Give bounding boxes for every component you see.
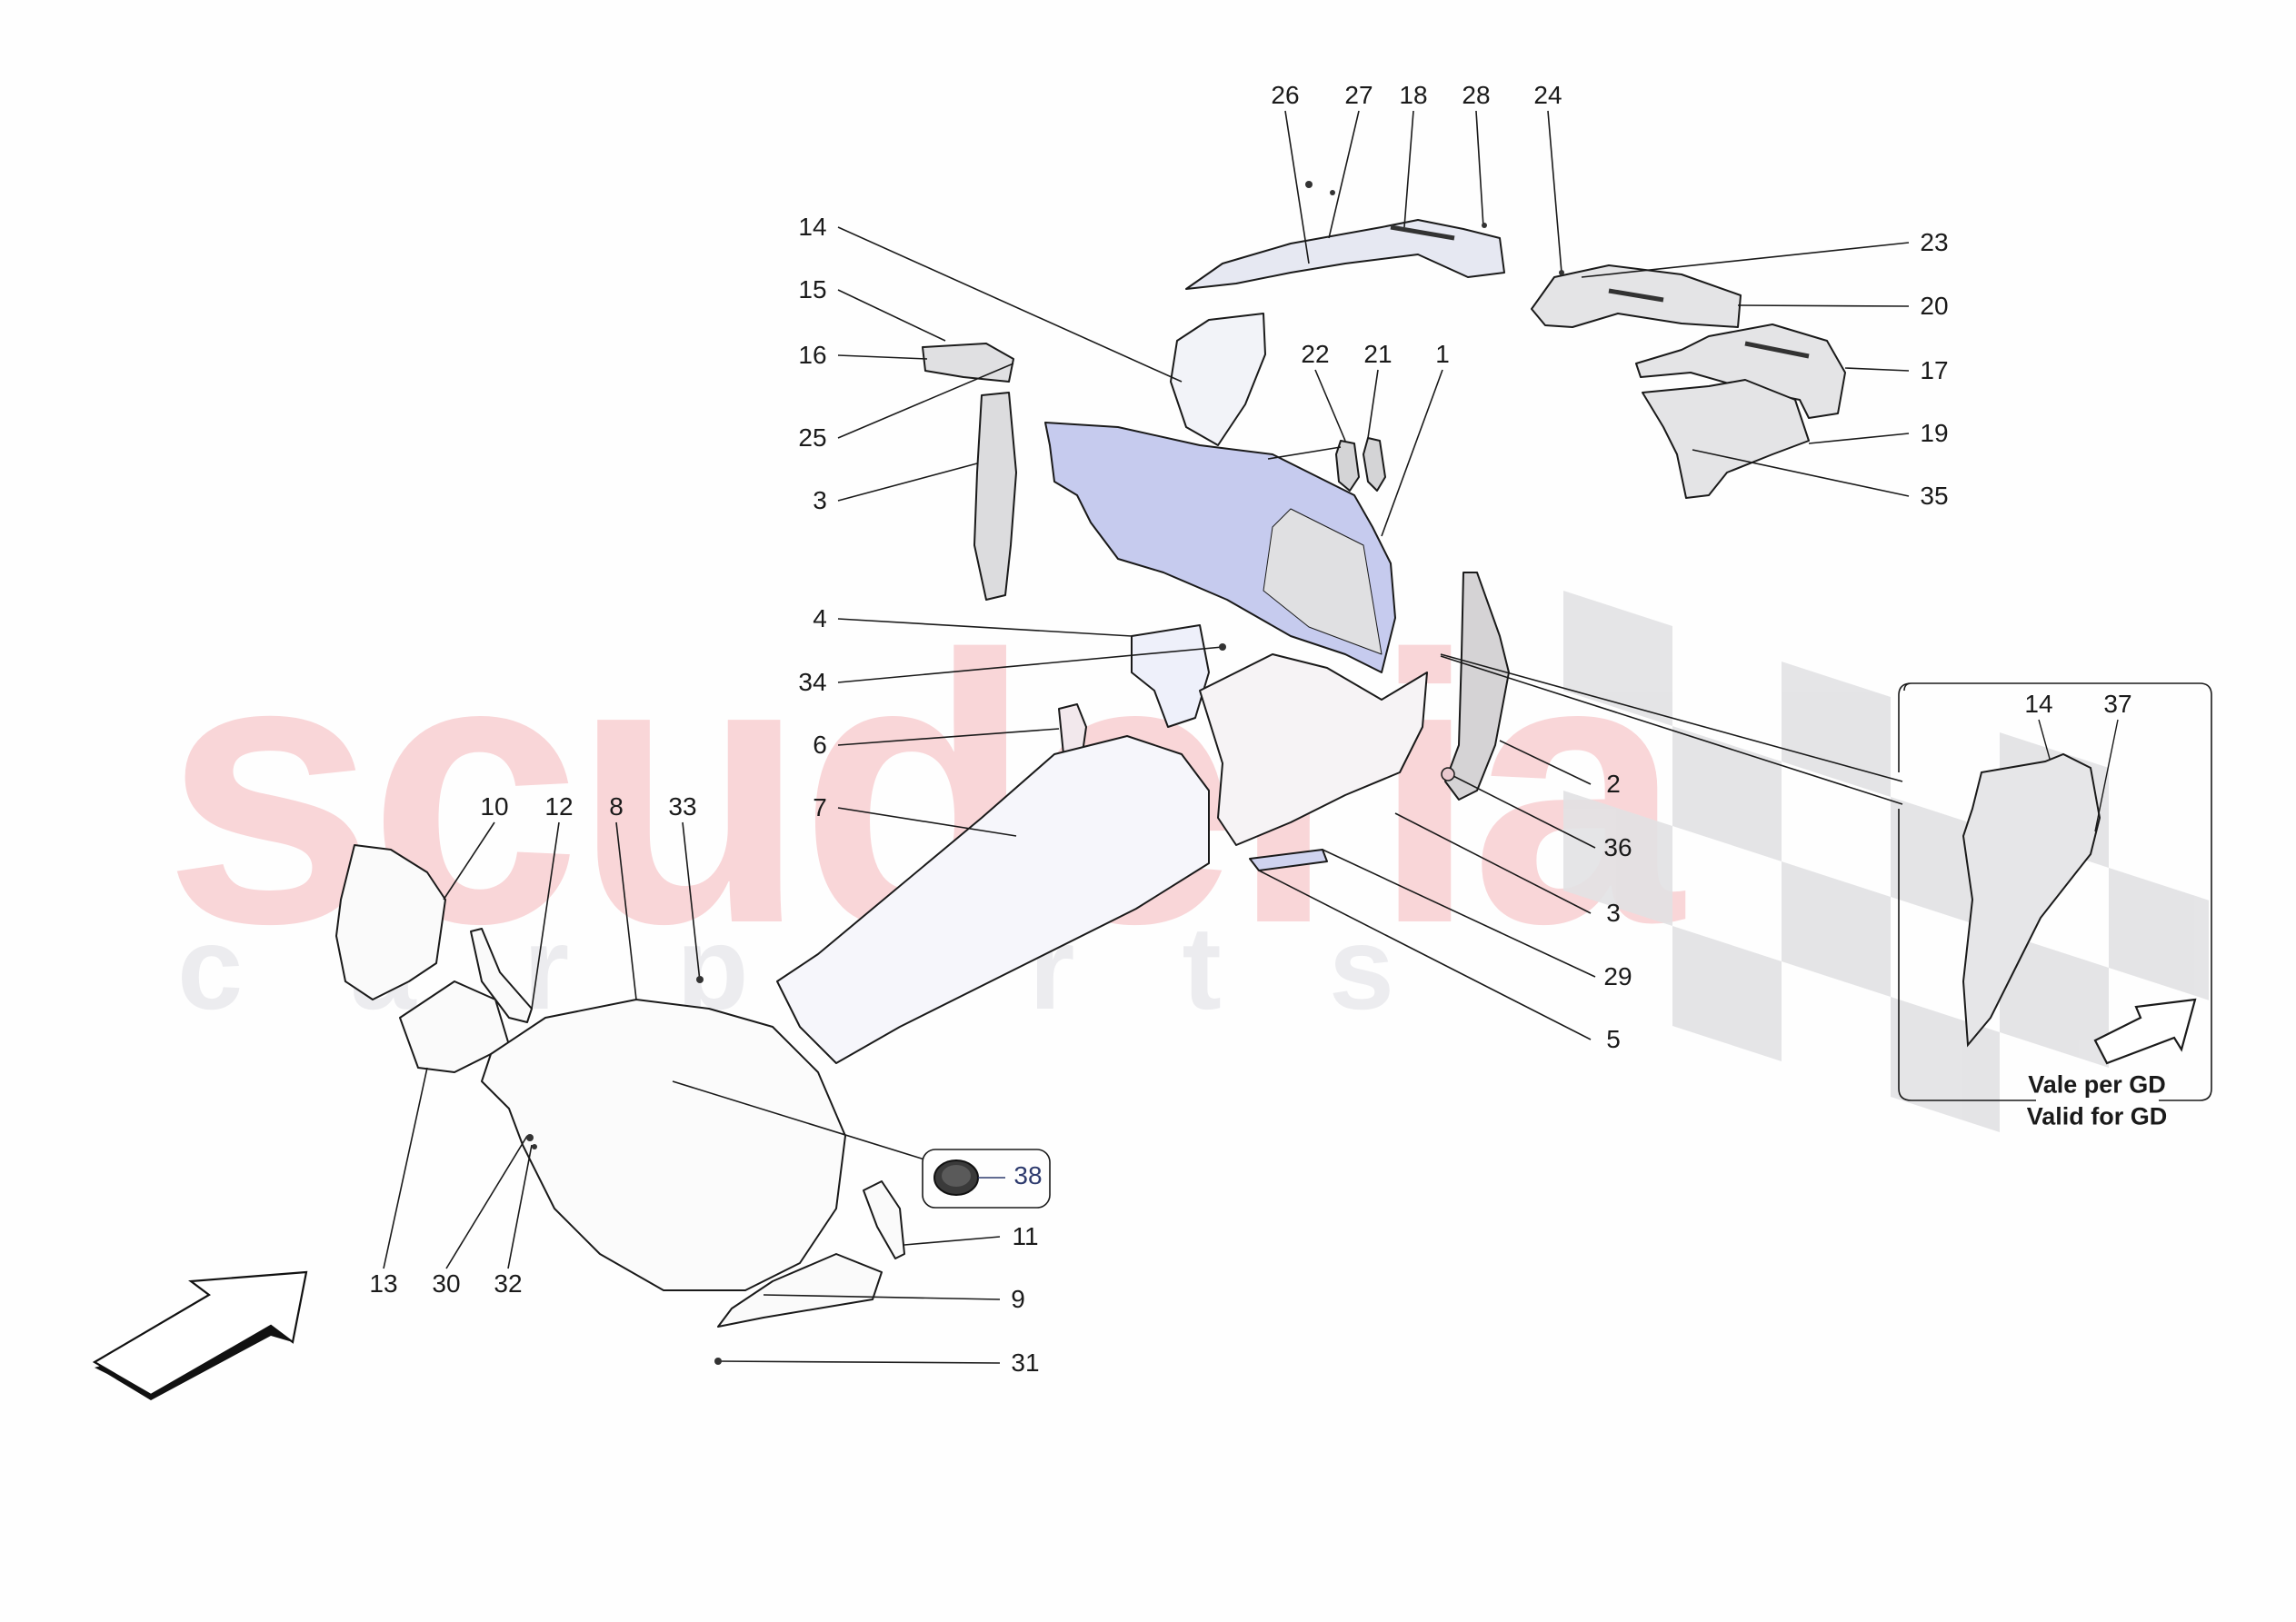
callout-32[interactable]: 32 [494,1269,523,1298]
callout-6[interactable]: 6 [813,731,827,759]
callout-2[interactable]: 2 [1606,770,1621,798]
part-6-piece [1058,703,1087,760]
callout-31[interactable]: 31 [1011,1348,1040,1377]
part-5-strip [1249,849,1328,871]
callout-3[interactable]: 3 [813,486,827,514]
callout-13[interactable]: 13 [369,1269,398,1298]
callout-19[interactable]: 19 [1920,419,1949,447]
part-15-16-bracket [922,343,1014,383]
part-10-shield [335,844,446,1000]
callout-18[interactable]: 18 [1399,81,1428,109]
callout-30[interactable]: 30 [432,1269,461,1298]
part-3-right-floor-panel [1199,653,1428,846]
callout-4[interactable]: 4 [813,604,827,632]
part-14-panel [1170,313,1266,446]
callout-14[interactable]: 14 [2024,690,2053,718]
callout-35[interactable]: 35 [1920,482,1949,510]
part-22-clip [1335,440,1360,492]
callout-38[interactable]: 38 [1013,1161,1043,1189]
part-2-right-pillar [1444,572,1510,801]
part-18-cover [1185,219,1505,290]
callout-26[interactable]: 26 [1271,81,1300,109]
callout-9[interactable]: 9 [1011,1285,1025,1313]
inset-caption-it: Vale per GD [2022,1072,2171,1098]
callout-36[interactable]: 36 [1603,833,1632,861]
callout-21[interactable]: 21 [1363,340,1393,368]
part-8-floor-panel [481,999,846,1291]
part-7-tunnel [776,735,1210,1064]
part-9-tray [717,1253,883,1328]
callout-22[interactable]: 22 [1301,340,1330,368]
callout-14[interactable]: 14 [798,213,827,241]
callout-11[interactable]: 11 [1012,1222,1039,1250]
callout-20[interactable]: 20 [1920,292,1949,320]
callout-25[interactable]: 25 [798,423,827,452]
part-11-bracket [863,1180,905,1259]
front-direction-arrow [92,1270,308,1400]
part-19-panel [1642,379,1810,499]
callout-24[interactable]: 24 [1533,81,1562,109]
callout-12[interactable]: 12 [544,792,574,821]
inset-frame [1898,682,2212,1101]
callout-33[interactable]: 33 [668,792,697,821]
callout-16[interactable]: 16 [798,341,827,369]
inset-caption-en: Valid for GD [2021,1104,2173,1129]
callout-34[interactable]: 34 [798,668,827,696]
part-17-cover [1635,323,1846,419]
callout-27[interactable]: 27 [1344,81,1373,109]
callout-15[interactable]: 15 [798,275,827,304]
inset-part-14 [1962,752,2101,1048]
callout-7[interactable]: 7 [813,793,827,821]
callout-17[interactable]: 17 [1920,356,1949,384]
callout-8[interactable]: 8 [609,792,624,821]
callout-29[interactable]: 29 [1603,962,1632,990]
part-12-bracket [470,928,533,1023]
callout-23[interactable]: 23 [1920,228,1949,256]
inset-direction-arrow [2093,998,2197,1065]
part-4-bracket [1131,624,1210,728]
part-3-left-pillar [973,392,1017,601]
callout-3[interactable]: 3 [1606,899,1621,927]
callout-5[interactable]: 5 [1606,1025,1621,1053]
callout-10[interactable]: 10 [480,792,509,821]
callout-1[interactable]: 1 [1435,340,1450,368]
part-21-clip [1363,437,1386,492]
callout-37[interactable]: 37 [2103,690,2132,718]
callout-28[interactable]: 28 [1462,81,1491,109]
